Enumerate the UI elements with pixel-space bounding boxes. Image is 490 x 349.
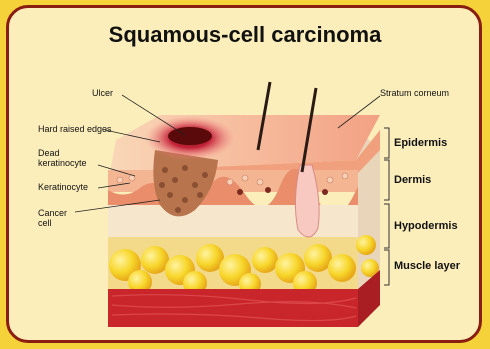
- label-stratum-corneum: Stratum corneum: [380, 88, 449, 98]
- label-dead-keratinocyte-line2: keratinocyte: [38, 158, 87, 168]
- label-hard-raised-edges: Hard raised edges: [38, 124, 112, 134]
- label-keratinocyte: Keratinocyte: [38, 182, 88, 192]
- dermis-layer: [108, 205, 358, 237]
- label-dead-keratinocyte-line1: Dead: [38, 148, 60, 158]
- label-cancer-cell-line2: cell: [38, 218, 52, 228]
- label-epidermis: Epidermis: [394, 137, 447, 149]
- label-hypodermis: Hypodermis: [394, 220, 458, 232]
- label-muscle-layer: Muscle layer: [394, 260, 460, 272]
- label-dermis: Dermis: [394, 174, 431, 186]
- label-cancer-cell-line1: Cancer: [38, 208, 67, 218]
- label-ulcer: Ulcer: [92, 88, 113, 98]
